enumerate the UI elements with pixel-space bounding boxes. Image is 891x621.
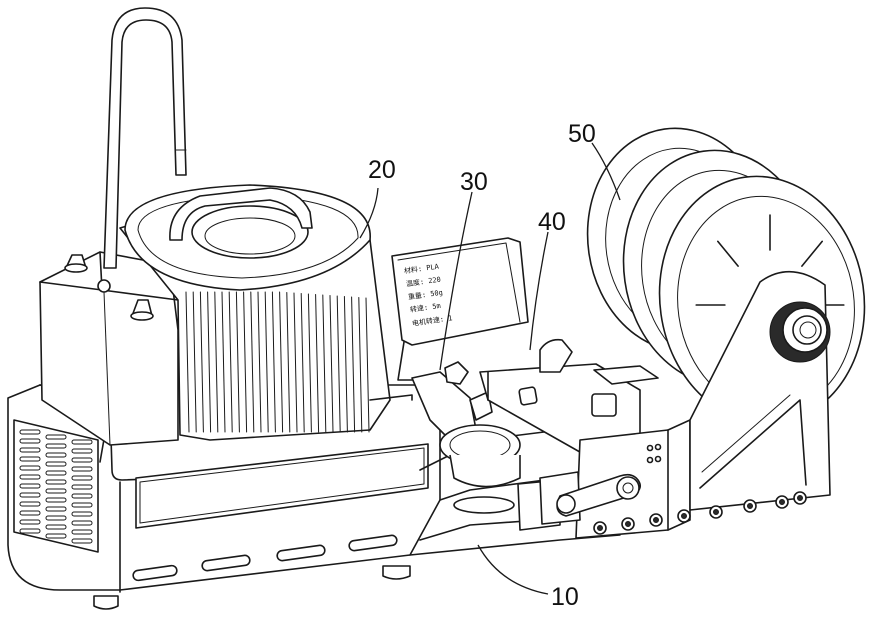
ref-label-20: 20 xyxy=(368,158,396,183)
ref-label-40: 40 xyxy=(538,210,566,235)
drive-panel xyxy=(518,420,690,538)
ref-label-10: 10 xyxy=(551,585,579,610)
ref-label-50: 50 xyxy=(568,122,596,147)
melting-unit xyxy=(40,8,412,445)
ref-label-30: 30 xyxy=(460,170,488,195)
